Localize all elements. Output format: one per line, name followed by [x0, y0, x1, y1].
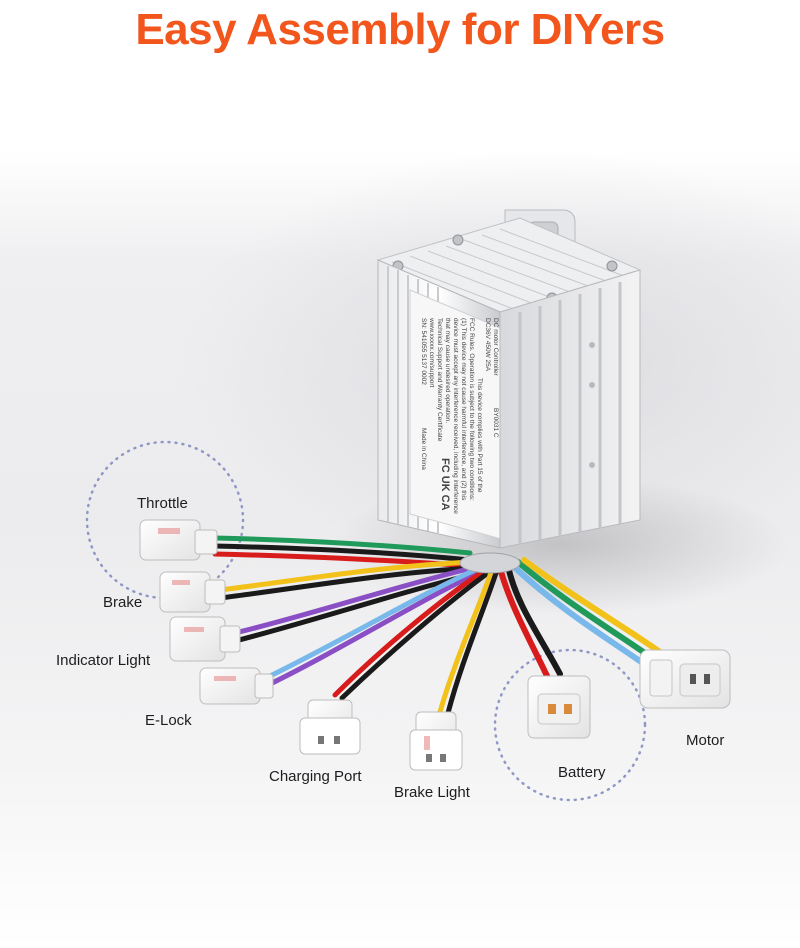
wire-brakelight-yellow: [437, 567, 495, 715]
wire-battery-black: [505, 563, 563, 677]
label-fcc-2: FCC Rules. Operation is subject to the f…: [468, 318, 475, 501]
wire-charging-red: [332, 565, 491, 698]
label-support: Technical Support and Warranty Certifica…: [436, 318, 443, 442]
label-fcc-3: (1) This device may not cause harmful in…: [460, 318, 467, 501]
brake-connector-plug-icon: [159, 571, 226, 613]
wire-elock-blue: [265, 563, 487, 680]
wire-grommet: [459, 552, 521, 574]
wire-brakelight-black: [445, 567, 500, 716]
wire-brake-black: [217, 565, 479, 601]
label-cert-marks: FC UK CA: [439, 458, 451, 511]
controller-side: [499, 269, 641, 549]
label-fcc-1: This device complies with Part 15 of the: [476, 378, 483, 493]
dotted-circle-battery-icon: [493, 648, 647, 802]
wire-elock-purple: [265, 567, 487, 688]
label-brake-light: Brake Light: [394, 784, 470, 801]
wire-motor-yellow: [521, 557, 663, 655]
dotted-circle-throttle-icon: [85, 440, 245, 600]
wire-harness: [212, 535, 663, 716]
label-charging-port: Charging Port: [269, 768, 362, 785]
label-rating: DC36V 450W 25A: [484, 318, 491, 372]
label-throttle: Throttle: [137, 495, 188, 512]
wire-throttle-green: [212, 535, 473, 556]
screw: [606, 260, 618, 272]
label-e-lock: E-Lock: [145, 712, 192, 729]
throttle-connector-plug-icon: [139, 519, 218, 561]
charging-connector-plug-icon: [299, 699, 361, 755]
wire-charging-black: [339, 567, 495, 701]
label-title: DC motor Controller: [492, 318, 499, 377]
wire-motor-green: [515, 559, 658, 663]
battery-connector-plug-icon: [527, 675, 591, 739]
rivet: [589, 342, 595, 348]
label-model: BY0031 C: [492, 408, 499, 438]
wire-throttle-black: [212, 543, 473, 563]
label-serial: SN: 541055 5137 0002: [420, 318, 427, 385]
top-fins: [391, 228, 625, 311]
side-fins: [518, 282, 622, 544]
indicator-connector-plug-icon: [169, 616, 241, 662]
connector-plugs: [139, 519, 731, 771]
label-fcc-4: device must accept any interference rece…: [452, 318, 459, 514]
label-fcc-5: that may cause undesired operation.: [444, 318, 451, 423]
motor-connector-plug-icon: [639, 649, 731, 709]
label-brake: Brake: [103, 594, 143, 611]
screw: [452, 234, 464, 246]
label-battery: Battery: [558, 764, 606, 781]
rivet: [589, 382, 595, 388]
label-indicator-light: Indicator Light: [56, 652, 151, 669]
label-made-in: Made in China: [420, 428, 427, 470]
wire-indicator-purple: [232, 563, 483, 636]
label-url: www.xxxxx.com/support: [428, 317, 435, 388]
rivet: [589, 462, 595, 468]
label-motor: Motor: [686, 732, 725, 749]
wire-brake-yellow: [217, 559, 478, 593]
brakelight-connector-plug-icon: [409, 711, 463, 771]
wire-battery-red: [497, 565, 551, 681]
elock-connector-plug-icon: [199, 667, 274, 705]
headline: Easy Assembly for DIYers: [135, 5, 665, 54]
wire-motor-blue: [509, 562, 653, 671]
label-text-block: DC motor Controller BY0031 C DC36V 450W …: [420, 317, 499, 514]
